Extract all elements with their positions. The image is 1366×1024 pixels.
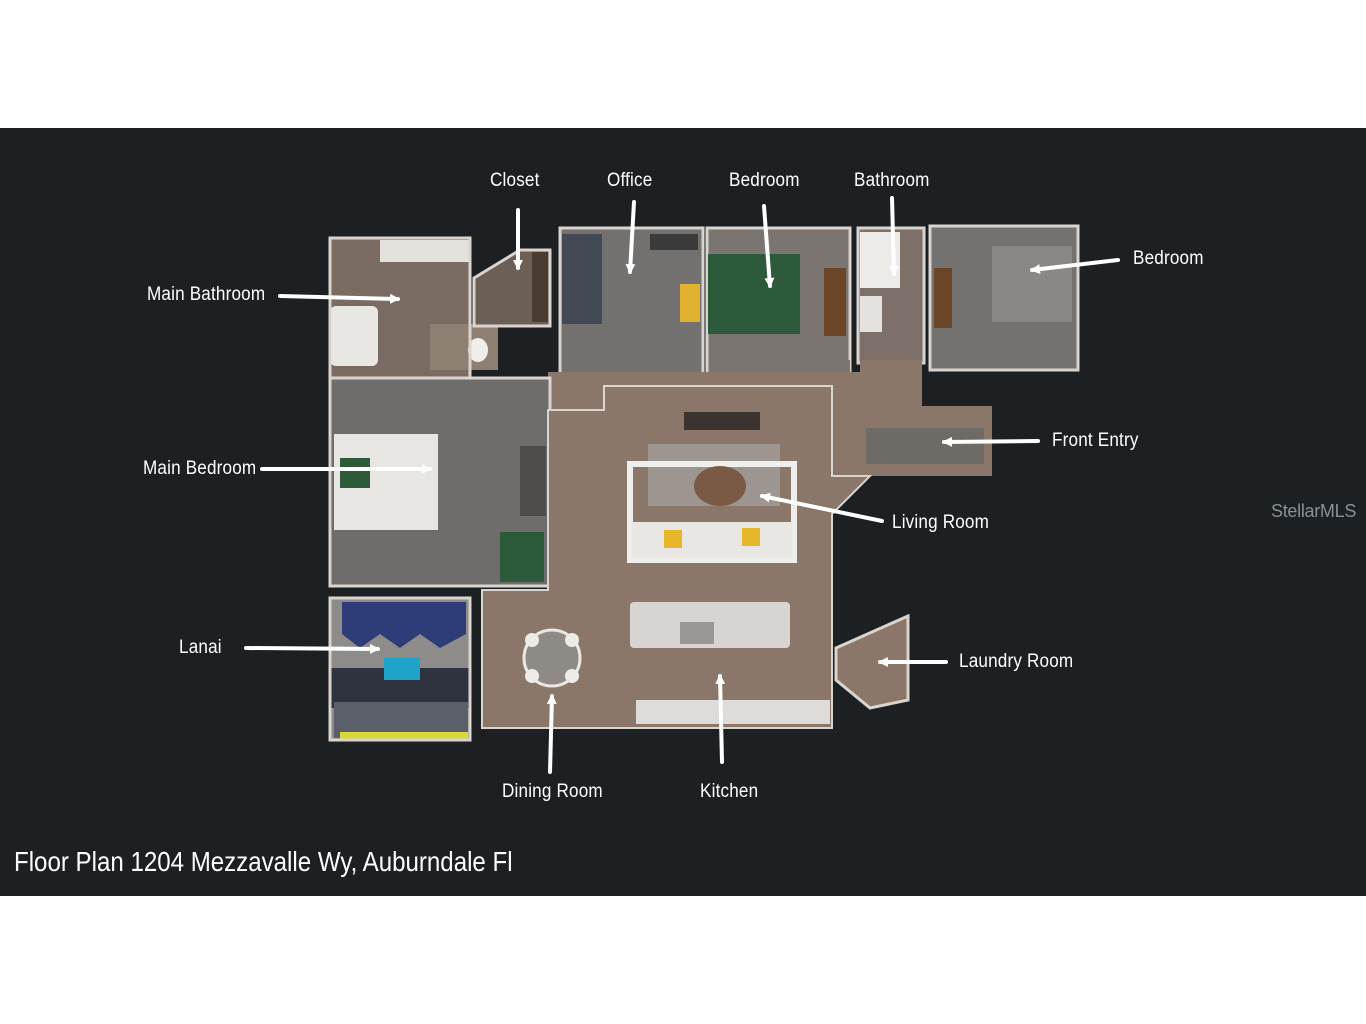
bedroom-right-arrow <box>1030 258 1120 275</box>
main-bathroom-room <box>328 236 498 380</box>
bathroom-arrow <box>888 196 899 276</box>
office-arrow <box>625 200 636 274</box>
floor-plan-diagram <box>244 196 1120 774</box>
bedroom-right-label: Bedroom <box>1133 248 1204 269</box>
floor-plan-caption: Floor Plan 1204 Mezzavalle Wy, Auburndal… <box>14 846 513 877</box>
front-entry-label: Front Entry <box>1052 430 1139 451</box>
floor-plan-panel: Closet Office Bedroom Bathroom Bedroom M… <box>0 128 1366 896</box>
lanai-room <box>328 596 472 742</box>
bathroom-room <box>856 226 926 365</box>
bathroom-label: Bathroom <box>854 170 930 191</box>
office-room <box>558 226 705 376</box>
kitchen-label: Kitchen <box>700 781 759 802</box>
lanai-label: Lanai <box>179 637 222 658</box>
laundry-room-label: Laundry Room <box>959 651 1074 672</box>
laundry-room <box>834 613 910 710</box>
bedroom-top-arrow <box>762 204 775 288</box>
great-room-floor <box>481 385 873 729</box>
office-label: Office <box>607 170 653 191</box>
bedroom-top-label: Bedroom <box>729 170 800 191</box>
lanai-arrow <box>244 643 380 654</box>
main-bathroom-label: Main Bathroom <box>147 284 266 305</box>
label-arrows <box>244 196 1120 774</box>
closet-label: Closet <box>490 170 540 191</box>
bedroom-right-room <box>928 224 1080 372</box>
closet-room <box>472 248 552 328</box>
living-room-label: Living Room <box>892 512 990 533</box>
main-bedroom-label: Main Bedroom <box>143 458 257 479</box>
main-bathroom-arrow <box>278 293 400 304</box>
front-entry-arrow <box>942 436 1040 447</box>
floor-plan-rooms <box>328 224 1080 742</box>
kitchen-arrow <box>715 674 726 764</box>
main-bedroom-room <box>328 376 552 588</box>
dining-room-arrow <box>546 694 557 774</box>
living-room-arrow <box>760 492 884 523</box>
hallway-floor <box>548 360 992 476</box>
dining-room-label: Dining Room <box>502 781 603 802</box>
watermark: StellarMLS <box>1271 501 1357 521</box>
